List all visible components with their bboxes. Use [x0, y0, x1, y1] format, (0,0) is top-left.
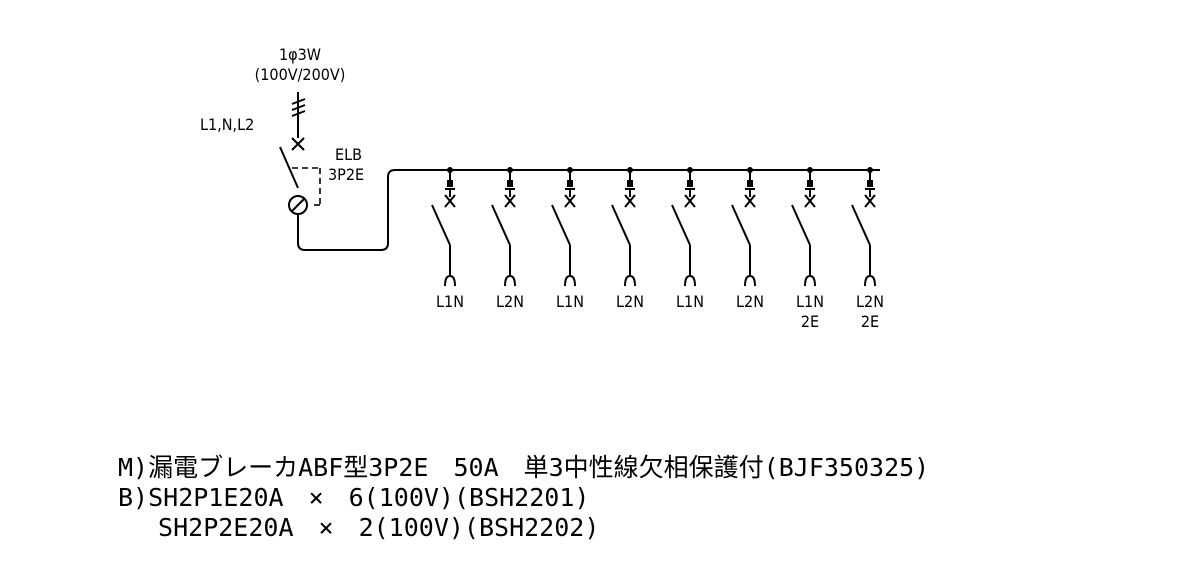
- branch-label: L1N: [556, 292, 584, 311]
- incoming-feeder: [291, 92, 306, 138]
- terminal-marker: [567, 180, 573, 187]
- main-breaker-name: ELB: [335, 145, 362, 164]
- branch-circuit-6: L2N: [731, 167, 764, 311]
- branch-circuit-4: L2N: [611, 167, 644, 311]
- terminal-marker: [447, 180, 453, 187]
- branch-circuit-2: L2N: [491, 167, 524, 311]
- branch-sublabel: 2E: [861, 312, 879, 331]
- main-breaker-type: 3P2E: [328, 165, 364, 184]
- branch-sublabel: 2E: [801, 312, 819, 331]
- supply-phase-label: 1φ3W: [279, 45, 321, 64]
- supply-voltage-label: (100V/200V): [255, 65, 346, 84]
- branch-label: L1N: [676, 292, 704, 311]
- terminal-marker: [507, 180, 513, 187]
- note-main-breaker: M)漏電ブレーカABF型3P2E 50A 単3中性線欠相保護付(BJF35032…: [118, 453, 930, 482]
- terminal-marker: [867, 180, 873, 187]
- main-elb-symbol: [279, 137, 880, 251]
- terminal-marker: [807, 180, 813, 187]
- equipment-notes: M)漏電ブレーカABF型3P2E 50A 単3中性線欠相保護付(BJF35032…: [118, 453, 929, 543]
- branch-label: L2N: [616, 292, 644, 311]
- branch-circuit-5: L1N: [671, 167, 704, 311]
- branch-label: L2N: [856, 292, 884, 311]
- supply-lines-label: L1,N,L2: [200, 115, 254, 134]
- terminal-marker: [627, 180, 633, 187]
- terminal-marker: [687, 180, 693, 187]
- branch-circuit-3: L1N: [551, 167, 584, 311]
- branch-label: L1N: [436, 292, 464, 311]
- note-branch-breaker-2: SH2P2E20A × 2(100V)(BSH2202): [118, 513, 600, 542]
- note-branch-breaker-1: B)SH2P1E20A × 6(100V)(BSH2201): [118, 483, 590, 512]
- branch-circuit-1: L1N: [431, 167, 464, 311]
- branch-label: L2N: [736, 292, 764, 311]
- branch-label: L1N: [796, 292, 824, 311]
- branch-label: L2N: [496, 292, 524, 311]
- terminal-marker: [747, 180, 753, 187]
